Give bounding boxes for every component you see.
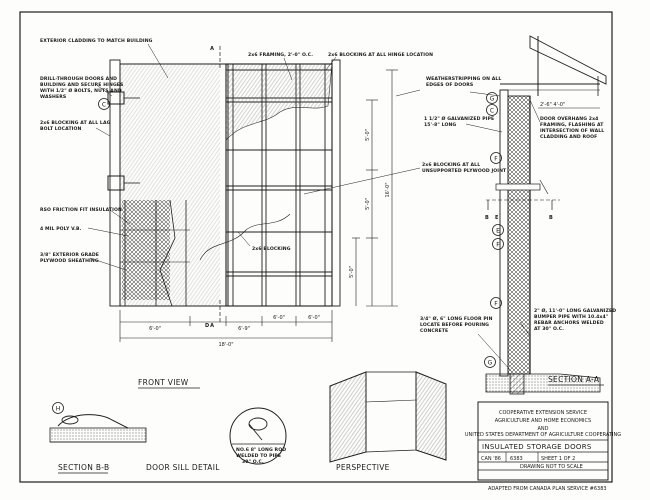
section-bb: H SECTION B-B — [49, 402, 147, 474]
title-usda: UNITED STATES DEPARTMENT OF AGRICULTURE … — [465, 432, 621, 438]
dim-width-c: 6'-0" — [308, 315, 320, 321]
section-bb-title: SECTION B-B — [58, 463, 109, 472]
perspective: PERSPECTIVE — [329, 371, 447, 472]
section-bb-slab — [49, 427, 147, 443]
note-floorpin-1: 3/4" Ø, 6" LONG FLOOR PIN — [420, 315, 493, 322]
perspective-opening — [365, 371, 417, 453]
detail-marker-d: D — [205, 323, 209, 329]
note-ply-2: UNSUPPORTED PLYWOOD JOINT — [422, 168, 507, 174]
note-bumper-3: REBAR ANCHORS WELDED — [534, 320, 604, 326]
title-footer: ADAPTED FROM CANADA PLAN SERVICE #6383 — [488, 486, 607, 492]
note-overhang-4: CLADDING AND ROOF — [540, 134, 597, 140]
title-drawing: INSULATED STORAGE DOORS — [482, 443, 592, 451]
sheet-border — [19, 11, 613, 483]
title-dept: AGRICULTURE AND HOME ECONOMICS — [495, 418, 591, 424]
title-scale: DRAWING NOT TO SCALE — [520, 464, 583, 470]
note-floorpin-2: LOCATE BEFORE POURING — [420, 322, 489, 328]
note-bumper-2: BUMPER PIPE WITH 10.4x4" — [534, 314, 608, 320]
hinge-post — [109, 59, 121, 307]
title-plan-code: CAN '86 — [481, 456, 501, 462]
title-org: COOPERATIVE EXTENSION SERVICE — [499, 410, 587, 416]
perspective-right-door — [415, 371, 447, 461]
note-sheathing-2: PLYWOOD SHEATHING — [40, 258, 99, 264]
bubble-f-lower: F — [494, 301, 498, 308]
note-floorpin-3: CONCRETE — [420, 328, 448, 334]
section-aa-title: SECTION A-A — [548, 375, 600, 384]
sill-detail-title: DOOR SILL DETAIL — [146, 463, 220, 472]
note-ply-1: 2x6 BLOCKING AT ALL — [422, 162, 480, 168]
note-overhang-2: FRAMING, FLASHING AT — [540, 122, 604, 128]
cut-marker-a-bottom: A — [210, 323, 214, 329]
perspective-title: PERSPECTIVE — [336, 463, 390, 472]
note-overhang-1: DOOR OVERHANG 2x4 — [540, 116, 598, 122]
cut-marker-e: E — [495, 215, 499, 221]
front-view-title: FRONT VIEW — [138, 378, 189, 387]
title-block: COOPERATIVE EXTENSION SERVICE AGRICULTUR… — [465, 401, 621, 492]
note-bumper-4: AT 30" O.C. — [534, 326, 564, 332]
cut-marker-a-top: A — [210, 46, 214, 52]
note-insulation: RSO FRICTION FIT INSULATION — [40, 207, 122, 213]
note-block-2x6: 2x6 BLOCKING — [252, 246, 291, 252]
door-sill-detail: NO.6 8" LONG ROD WELDED TO PIPE 30" O.C.… — [146, 407, 287, 472]
bubble-c-label: C — [102, 102, 106, 109]
note-weather-1: WEATHERSTRIPPING ON ALL — [426, 76, 501, 82]
dim-width-b: 6'-0" — [273, 315, 285, 321]
jamb-post — [331, 59, 341, 307]
bubble-g-top: G — [490, 96, 495, 103]
door-section-insulated — [507, 95, 531, 375]
dim-height-total: 16'-0" — [385, 182, 391, 197]
bubble-g-bottom: G — [488, 360, 493, 367]
cut-marker-b-left: B — [485, 215, 489, 221]
dim-width-mid: 6'-9" — [238, 326, 250, 332]
dim-height-3: 5'-0" — [349, 266, 355, 278]
note-drill-1: DRILL-THROUGH DOORS AND — [40, 76, 117, 82]
sheathing-tear — [225, 63, 333, 141]
bubble-c — [98, 98, 110, 110]
bubble-f-mid: F — [496, 242, 500, 249]
front-view: A A D 6'-0" 6'-9" 6'-0" 6'-0" 18'-0" — [40, 38, 507, 389]
dim-height-1: 5'-0" — [365, 129, 371, 141]
note-drill-3: WITH 1/2" Ø BOLTS, NUTS AND — [40, 87, 122, 94]
note-block-lag-1: 2x6 BLOCKING AT ALL LAG — [40, 120, 111, 126]
sill-detail-circle — [229, 407, 287, 465]
dim-width-total: 18'-0" — [218, 342, 233, 348]
dim-height-2: 5'-0" — [365, 198, 371, 210]
note-block-hinge: 2x6 BLOCKING AT ALL HINGE LOCATION — [328, 52, 433, 58]
note-sillrod-2: WELDED TO PIPE — [236, 453, 281, 459]
note-pipe-1: 1 1/2" Ø GALVANIZED PIPE — [424, 115, 494, 122]
bubble-f-upper: F — [494, 156, 498, 163]
note-drill-2: BUILDING AND SECURE HINGES — [40, 82, 123, 88]
note-sillrod-3: 30" O.C. — [242, 459, 264, 465]
section-aa: B B E G C F E F F G 2'-6" 4'-0" WEATHERS… — [420, 35, 616, 395]
note-pipe-2: 15'-8" LONG — [424, 122, 456, 128]
bubble-c-section: C — [490, 108, 494, 115]
insulation-cutaway — [122, 200, 170, 300]
note-exterior-cladding: EXTERIOR CLADDING TO MATCH BUILDING — [40, 38, 153, 44]
title-and: AND — [537, 426, 548, 432]
sill-pipe-profile — [57, 414, 129, 429]
note-sillrod-1: NO.6 8" LONG ROD — [236, 447, 286, 453]
note-framing: 2x6 FRAMING, 2'-0" O.C. — [248, 52, 313, 58]
note-bumper-1: 2" Ø, 11'-0" LONG GALVANIZED — [534, 307, 616, 314]
note-block-lag-2: BOLT LOCATION — [40, 126, 81, 132]
note-drill-4: WASHERS — [40, 94, 66, 100]
bubble-e: E — [496, 228, 500, 235]
cut-marker-b-right: B — [549, 215, 553, 221]
title-sheet: SHEET 1 OF 2 — [541, 456, 575, 462]
note-weather-2: EDGES OF DOORS — [426, 82, 473, 88]
bubble-h: H — [56, 406, 61, 413]
dim-section-top: 2'-6" 4'-0" — [540, 102, 565, 108]
title-plan-number: 6383 — [510, 456, 523, 462]
perspective-left-door — [329, 371, 367, 463]
roof-overhang — [529, 35, 607, 85]
note-sheathing-1: 3/8" EXTERIOR GRADE — [40, 252, 99, 258]
note-poly: 4 MIL POLY V.B. — [40, 226, 82, 232]
dim-width-left: 6'-0" — [149, 326, 161, 332]
note-overhang-3: INTERSECTION OF WALL — [540, 128, 604, 134]
